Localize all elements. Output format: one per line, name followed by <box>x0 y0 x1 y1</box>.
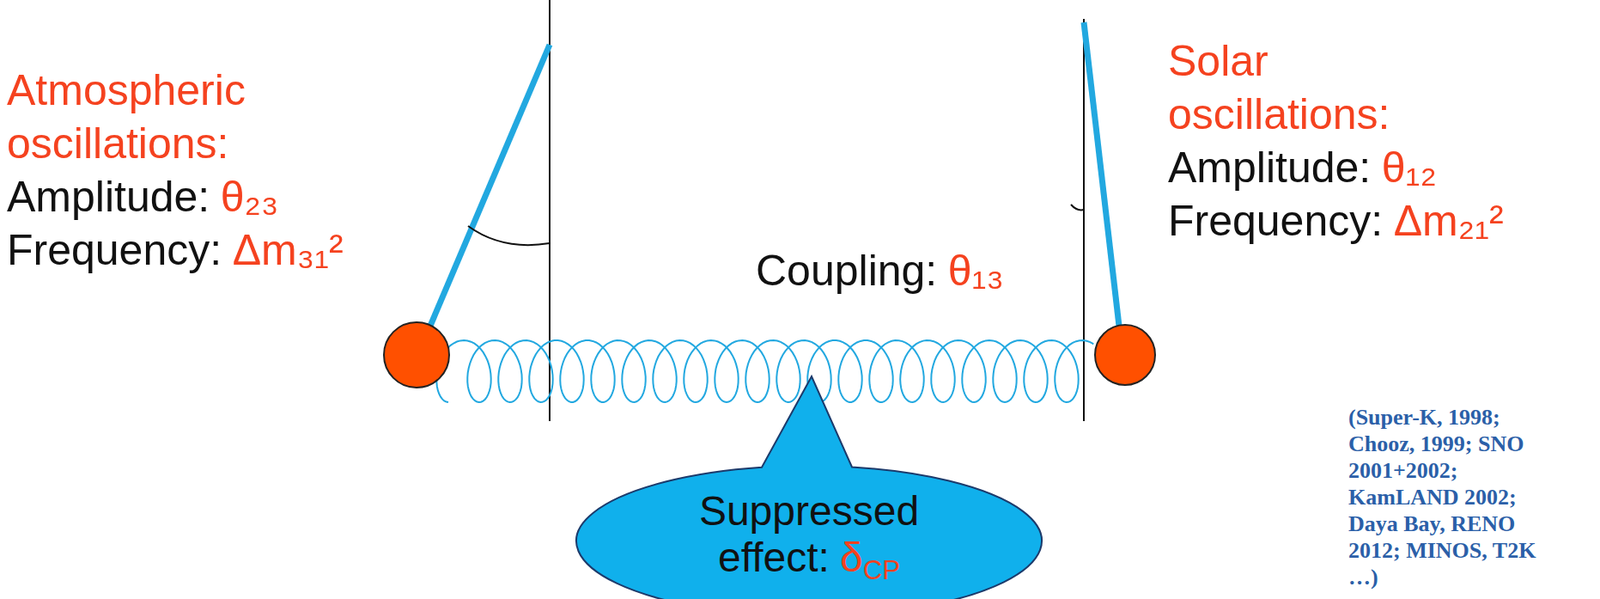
text-row: Amplitude:θ₂₃ <box>6 170 279 223</box>
text-row: Amplitude:θ₁₂ <box>1168 141 1437 194</box>
text-row: oscillations: <box>6 117 229 170</box>
parameter-name: Frequency: <box>1168 196 1383 245</box>
angle-arc <box>1070 204 1084 210</box>
text-row: Coupling:θ₁₃ <box>755 244 1004 297</box>
parameter-symbol: θ₂₃ <box>220 172 280 221</box>
pendulum-bob <box>383 322 450 388</box>
pendulum-string <box>1083 22 1122 348</box>
heading-text: oscillations: <box>1168 90 1390 139</box>
parameter-symbol: δCP <box>839 534 901 580</box>
parameter-symbol: θ₁₂ <box>1381 143 1437 192</box>
heading-text: oscillations: <box>6 119 229 168</box>
text-row: oscillations: <box>1168 88 1390 140</box>
text-row: Solar <box>1168 35 1269 87</box>
text-row: Atmospheric <box>6 64 246 116</box>
parameter-name: Coupling: <box>755 246 937 295</box>
text-row: Frequency:Δm₂₁² <box>1168 194 1504 247</box>
parameter-name: Amplitude: <box>6 172 210 221</box>
pendulum-bob <box>1095 324 1156 385</box>
callout-bubble: Suppressed effect:δCP <box>574 463 1044 599</box>
reference-note: (Super-K, 1998; Chooz, 1999; SNO 2001+20… <box>1348 403 1555 591</box>
parameter-name: Amplitude: <box>1168 143 1371 192</box>
bubble-outline <box>576 376 1042 599</box>
pendulum-string <box>420 44 550 348</box>
heading-text: Solar <box>1168 36 1269 86</box>
parameter-symbol: θ₁₃ <box>948 246 1004 295</box>
angle-arc <box>468 225 550 245</box>
text-row: Frequency:Δm₃₁² <box>6 224 344 276</box>
heading-text: Atmospheric <box>6 66 246 115</box>
parameter-name: Frequency: <box>6 225 222 274</box>
parameter-symbol: Δm₃₁² <box>232 225 344 274</box>
parameter-symbol: Δm₂₁² <box>1393 196 1504 245</box>
spring-coil <box>436 340 1094 402</box>
support-line <box>1082 18 1085 421</box>
